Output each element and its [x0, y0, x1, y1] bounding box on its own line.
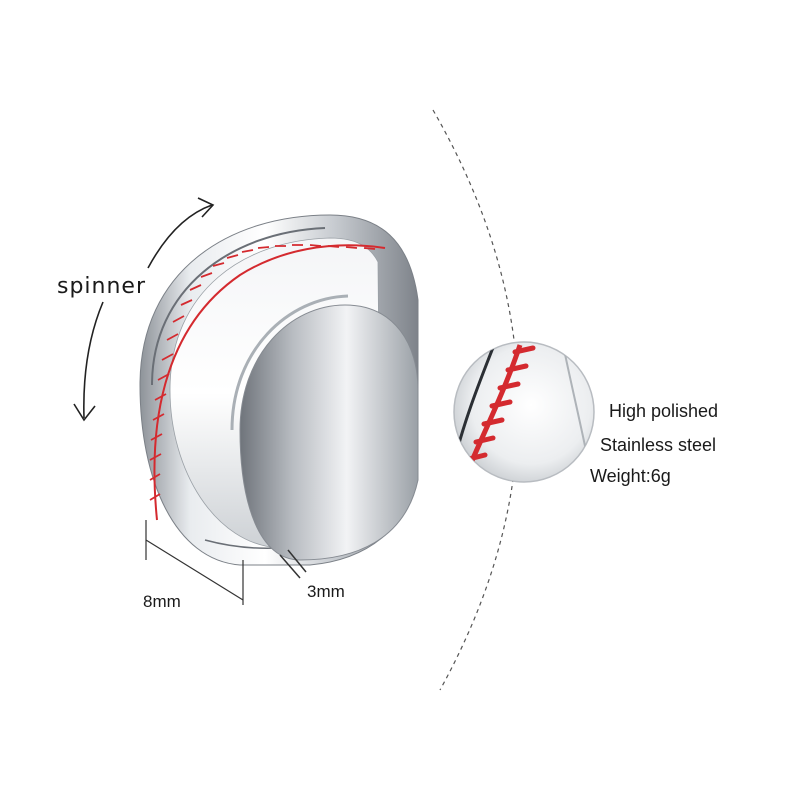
- zoom-detail: [453, 341, 595, 483]
- thickness-dimension-label: 3mm: [307, 582, 345, 601]
- feature-finish: High polished: [609, 401, 719, 421]
- rotation-arrow-bottom: [83, 301, 104, 419]
- feature-weight: Weight:6g: [590, 466, 671, 486]
- width-dimension-label: 8mm: [143, 592, 181, 611]
- baseball-stitches: [149, 244, 376, 501]
- feature-material: Stainless steel: [600, 435, 717, 455]
- spinner-label: spinner: [57, 274, 147, 299]
- arrow-head-top: [197, 197, 215, 218]
- width-dimension-line: [145, 520, 244, 605]
- ring-groove-left: [151, 227, 326, 386]
- ring-inner-edge: [230, 294, 349, 431]
- rotation-arrow-top: [147, 204, 213, 269]
- baseball-stitch-line: [153, 244, 386, 521]
- thickness-dimension-line: [279, 549, 307, 579]
- ring-inner-surface: [239, 304, 419, 561]
- arrow-head-bottom: [73, 403, 96, 422]
